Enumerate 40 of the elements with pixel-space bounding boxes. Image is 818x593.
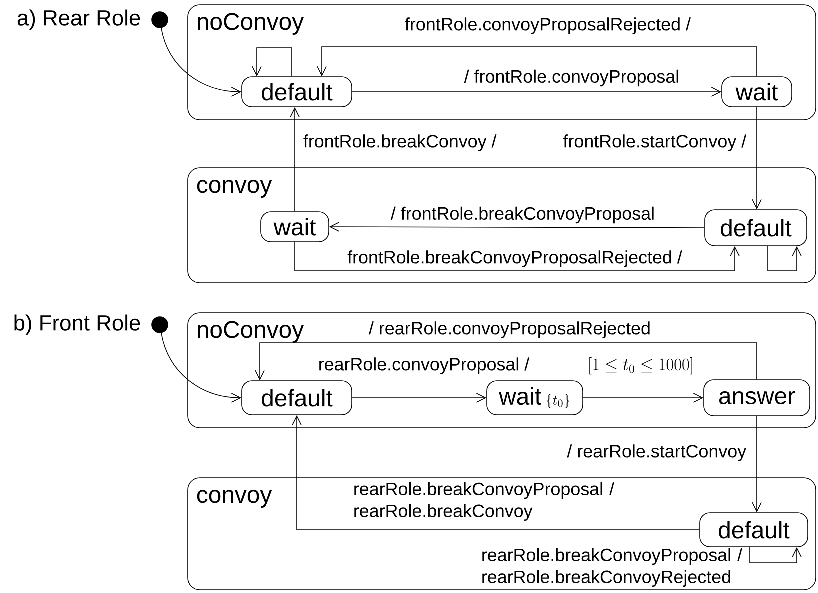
arrow — [583, 393, 704, 403]
edge-label: frontRole.convoyProposalRejected / — [404, 16, 692, 36]
arrow — [752, 416, 762, 513]
state-box: wait $\{t_0\}$ — [486, 380, 584, 416]
state-box: default — [704, 210, 808, 246]
state-box: answer — [704, 380, 810, 416]
edge-label: / rearRole.convoyProposalRejected — [368, 320, 652, 340]
arrow — [768, 246, 802, 272]
edge-label: / frontRole.breakConvoyProposal — [390, 206, 656, 225]
edge-label: frontRole.startConvoy / — [562, 134, 748, 152]
arrow — [255, 342, 758, 381]
arrow — [352, 87, 722, 97]
arrow — [294, 242, 740, 272]
arrow — [161, 332, 242, 403]
arrow — [329, 222, 705, 232]
edge-label: frontRole.breakConvoy / — [302, 134, 498, 152]
edge-label: / frontRole.convoyProposal — [463, 68, 681, 88]
arrow — [352, 393, 487, 403]
role-label: a) Rear Role — [18, 10, 140, 30]
initial-state-dot — [152, 12, 168, 28]
state-box: default — [700, 512, 808, 548]
arrow — [252, 48, 292, 77]
arrow — [292, 415, 700, 530]
initial-state-dot — [152, 316, 168, 334]
arrow — [317, 46, 758, 77]
role-label: b) Front Role — [14, 314, 140, 336]
arrow — [161, 28, 242, 97]
edge-label: rearRole.breakConvoyProposal / rearRole.breakConvoyRejected — [482, 548, 742, 588]
arrow — [752, 107, 762, 210]
edge-label: rearRole.breakConvoyProposal / rearRole.breakConvoy — [354, 482, 614, 522]
edge-label: frontRole.breakConvoyProposalRejected / — [346, 250, 684, 268]
state-box: wait — [722, 76, 792, 108]
state-box: wait — [260, 212, 330, 242]
edge-label: rearRole.convoyProposal / — [317, 356, 531, 376]
edge-label: / rearRole.startConvoy — [566, 444, 748, 462]
arrow — [290, 107, 300, 212]
state-box: default — [242, 76, 352, 108]
arrow — [750, 547, 802, 564]
edge-label: $[1 \le t_0 \le 1000]$ — [586, 356, 696, 376]
state-box: default — [242, 380, 352, 416]
